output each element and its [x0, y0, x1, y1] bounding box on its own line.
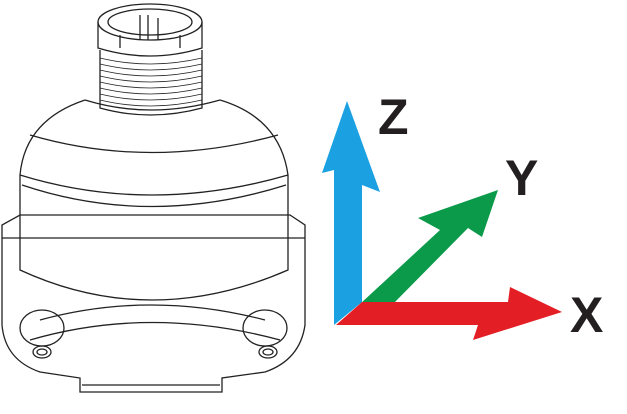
z-axis-arrow [322, 101, 380, 325]
y-axis-arrow [360, 190, 498, 304]
x-axis-label: X [570, 287, 604, 343]
y-axis-label: Y [505, 150, 539, 206]
accelerometer-sensor [1, 3, 306, 393]
x-axis-arrow [336, 287, 562, 340]
z-axis-label: Z [378, 89, 409, 145]
